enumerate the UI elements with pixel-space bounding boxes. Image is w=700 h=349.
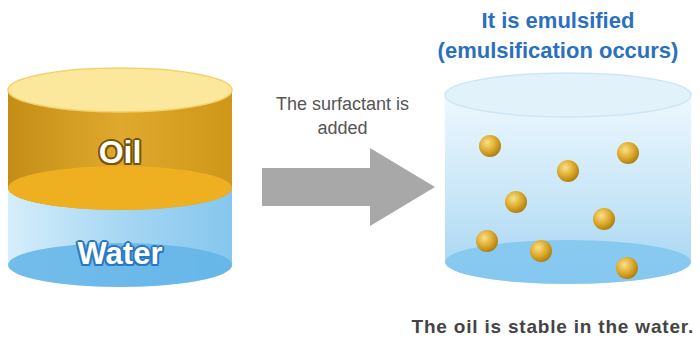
- emulsion-top: [445, 73, 691, 117]
- oil-layer: Oil: [8, 116, 232, 188]
- emulsion-body: [445, 95, 691, 284]
- oil-droplet: [476, 230, 498, 252]
- oil-droplet: [479, 135, 501, 157]
- oil-top: [8, 68, 232, 112]
- oil-droplet: [505, 191, 527, 213]
- mixture-cylinder: [8, 68, 232, 287]
- result-caption: The oil is stable in the water.: [412, 315, 694, 339]
- process-arrow: [262, 148, 435, 226]
- result-heading: It is emulsified (emulsification occurs): [423, 6, 693, 66]
- layer-label: Water: [78, 236, 163, 272]
- oil-droplet: [593, 208, 615, 230]
- oil-droplet: [617, 142, 639, 164]
- oil-droplet: [616, 257, 638, 279]
- oil-droplet: [557, 160, 579, 182]
- oil-droplets: [476, 135, 639, 279]
- emulsion-cylinder: [445, 73, 691, 284]
- layer-label: Oil: [99, 134, 142, 170]
- oil-water-interface: [8, 166, 232, 210]
- water-layer: Water: [8, 214, 232, 294]
- oil-droplet: [530, 240, 552, 262]
- emulsion-container: It is emulsified (emulsification occurs)…: [435, 0, 681, 349]
- step-label: The surfactant is added: [263, 92, 423, 140]
